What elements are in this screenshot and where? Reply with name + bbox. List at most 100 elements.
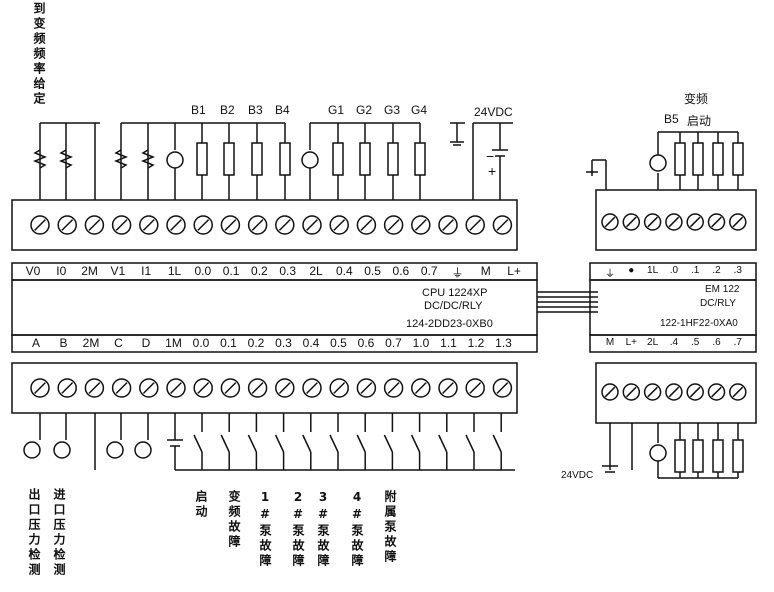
- cpu-top-screw-terminal: [30, 215, 50, 235]
- em-top-screw-terminal: [601, 213, 619, 231]
- terminal-label: ⏚: [451, 266, 464, 280]
- terminal-label: 0.4: [335, 264, 353, 278]
- label-b2: B2: [220, 103, 235, 117]
- cpu-top-screw-terminal: [139, 215, 159, 235]
- terminal-label: I0: [56, 264, 67, 278]
- vfd-fault-label: 变频故障: [227, 490, 241, 550]
- em-b5-label: B5: [664, 112, 679, 126]
- terminal-label: V0: [25, 264, 41, 278]
- terminal-label: I1: [141, 264, 152, 278]
- cpu-top-screw-terminal: [193, 215, 213, 235]
- terminal-label: 0.6: [392, 264, 410, 278]
- em-start-label: 启动: [687, 114, 712, 128]
- terminal-label: 0.1: [222, 264, 240, 278]
- terminal-label: 2M: [82, 336, 100, 350]
- pump2-fault-label: 2#泵故障: [291, 490, 305, 569]
- em-bottom-screw-terminal: [622, 383, 641, 401]
- label-g2: G2: [356, 103, 373, 117]
- terminal-label: 0.5: [330, 336, 347, 350]
- cpu-top-screw-terminal: [84, 215, 105, 235]
- terminal-label: .2: [712, 265, 721, 276]
- terminal-label: L+: [507, 264, 521, 278]
- label-b1: B1: [191, 103, 206, 117]
- terminal-label: B: [59, 336, 68, 350]
- terminal-label: 2L: [647, 337, 659, 348]
- em-bottom-label-strip: [589, 334, 757, 353]
- terminal-label: C: [114, 336, 123, 350]
- label-b4: B4: [275, 103, 290, 117]
- cpu-top-screw-terminal: [247, 215, 268, 235]
- em-top-screw-terminal: [622, 213, 641, 231]
- cpu-bottom-screw-terminal: [302, 378, 322, 398]
- cpu-bottom-screw-terminal: [329, 378, 349, 398]
- terminal-label: .7: [733, 337, 742, 348]
- cpu-top-screw-terminal: [465, 215, 485, 235]
- cpu-top-screw-terminal: [411, 215, 431, 235]
- terminal-label: M: [480, 264, 491, 278]
- terminal-label: 0.6: [357, 336, 375, 350]
- cpu-top-screw-terminal: [275, 215, 295, 235]
- cpu-bottom-screw-terminal: [411, 378, 431, 398]
- terminal-label: A: [31, 336, 40, 350]
- input-switch: [329, 434, 339, 453]
- terminal-label: 0.7: [385, 336, 402, 350]
- input-switch: [492, 434, 502, 453]
- em-bottom-terminal-block: [595, 362, 757, 424]
- cpu-bottom-screw-terminal: [139, 378, 159, 398]
- cpu-top-screw-terminal: [383, 215, 404, 235]
- input-switch: [302, 434, 312, 453]
- terminal-label: .3: [733, 265, 742, 276]
- plus-sign: +: [488, 163, 497, 179]
- terminal-label: D: [141, 336, 151, 350]
- terminal-label: .4: [669, 337, 679, 348]
- input-switch: [465, 434, 475, 453]
- terminal-label: 1.0: [412, 336, 430, 350]
- terminal-label: 0.0: [192, 336, 210, 350]
- cpu-top-screw-terminal: [111, 215, 132, 235]
- cpu-bottom-screw-terminal: [220, 378, 241, 398]
- terminal-label: M: [605, 337, 615, 348]
- aux-pump-fault-label: 附属泵故障: [383, 490, 397, 565]
- input-switch: [247, 434, 258, 453]
- cpu-top-screw-terminal: [329, 215, 349, 235]
- cpu-top-screw-terminal: [57, 215, 77, 235]
- cpu-bottom-screw-terminal: [84, 378, 105, 398]
- cpu-top-screw-terminal: [166, 215, 186, 235]
- cpu-top-screw-terminal: [438, 215, 458, 235]
- terminal-label: 0.3: [279, 264, 297, 278]
- cpu-bottom-terminal-block: [11, 362, 518, 414]
- cpu-bottom-screw-terminal: [465, 378, 485, 398]
- start-label: 启动: [194, 490, 208, 520]
- em-model-line3: 122-1HF22-0XA0: [660, 318, 738, 329]
- label-b3: B3: [248, 103, 263, 117]
- em-bottom-screw-terminal: [643, 383, 662, 401]
- em-model-line1: EM 122: [705, 284, 740, 295]
- terminal-label: 1M: [165, 336, 182, 350]
- em-top-screw-terminal: [643, 213, 662, 231]
- em-top-screw-terminal: [707, 213, 726, 231]
- em-bottom-screw-terminal: [601, 383, 619, 401]
- terminal-label: 2L: [309, 264, 323, 278]
- terminal-label: 0.2: [247, 336, 265, 350]
- em-top-screw-terminal: [665, 213, 683, 231]
- terminal-label: ⏚: [605, 269, 615, 280]
- terminal-label: 1.1: [440, 336, 457, 350]
- cpu-top-terminal-block: [11, 199, 518, 251]
- pump4-fault-label: 4#泵故障: [350, 490, 364, 569]
- terminal-label: 0.3: [275, 336, 292, 350]
- em-top-screw-terminal: [686, 213, 704, 231]
- em-bottom-screw-terminal: [729, 383, 747, 401]
- cpu-bottom-screw-terminal: [356, 378, 377, 398]
- em-vfd-label: 变频: [684, 92, 709, 106]
- cpu-top-screw-terminal: [492, 215, 513, 235]
- terminal-label: 1L: [167, 264, 182, 278]
- cpu-bottom-screw-terminal: [111, 378, 132, 398]
- terminal-label: 1.2: [467, 336, 485, 350]
- terminal-label: 0.5: [364, 264, 381, 278]
- cpu-top-screw-terminal: [220, 215, 241, 235]
- em-model-line2: DC/RLY: [700, 298, 736, 309]
- terminal-label: .1: [691, 265, 700, 276]
- cpu-bottom-screw-terminal: [57, 378, 77, 398]
